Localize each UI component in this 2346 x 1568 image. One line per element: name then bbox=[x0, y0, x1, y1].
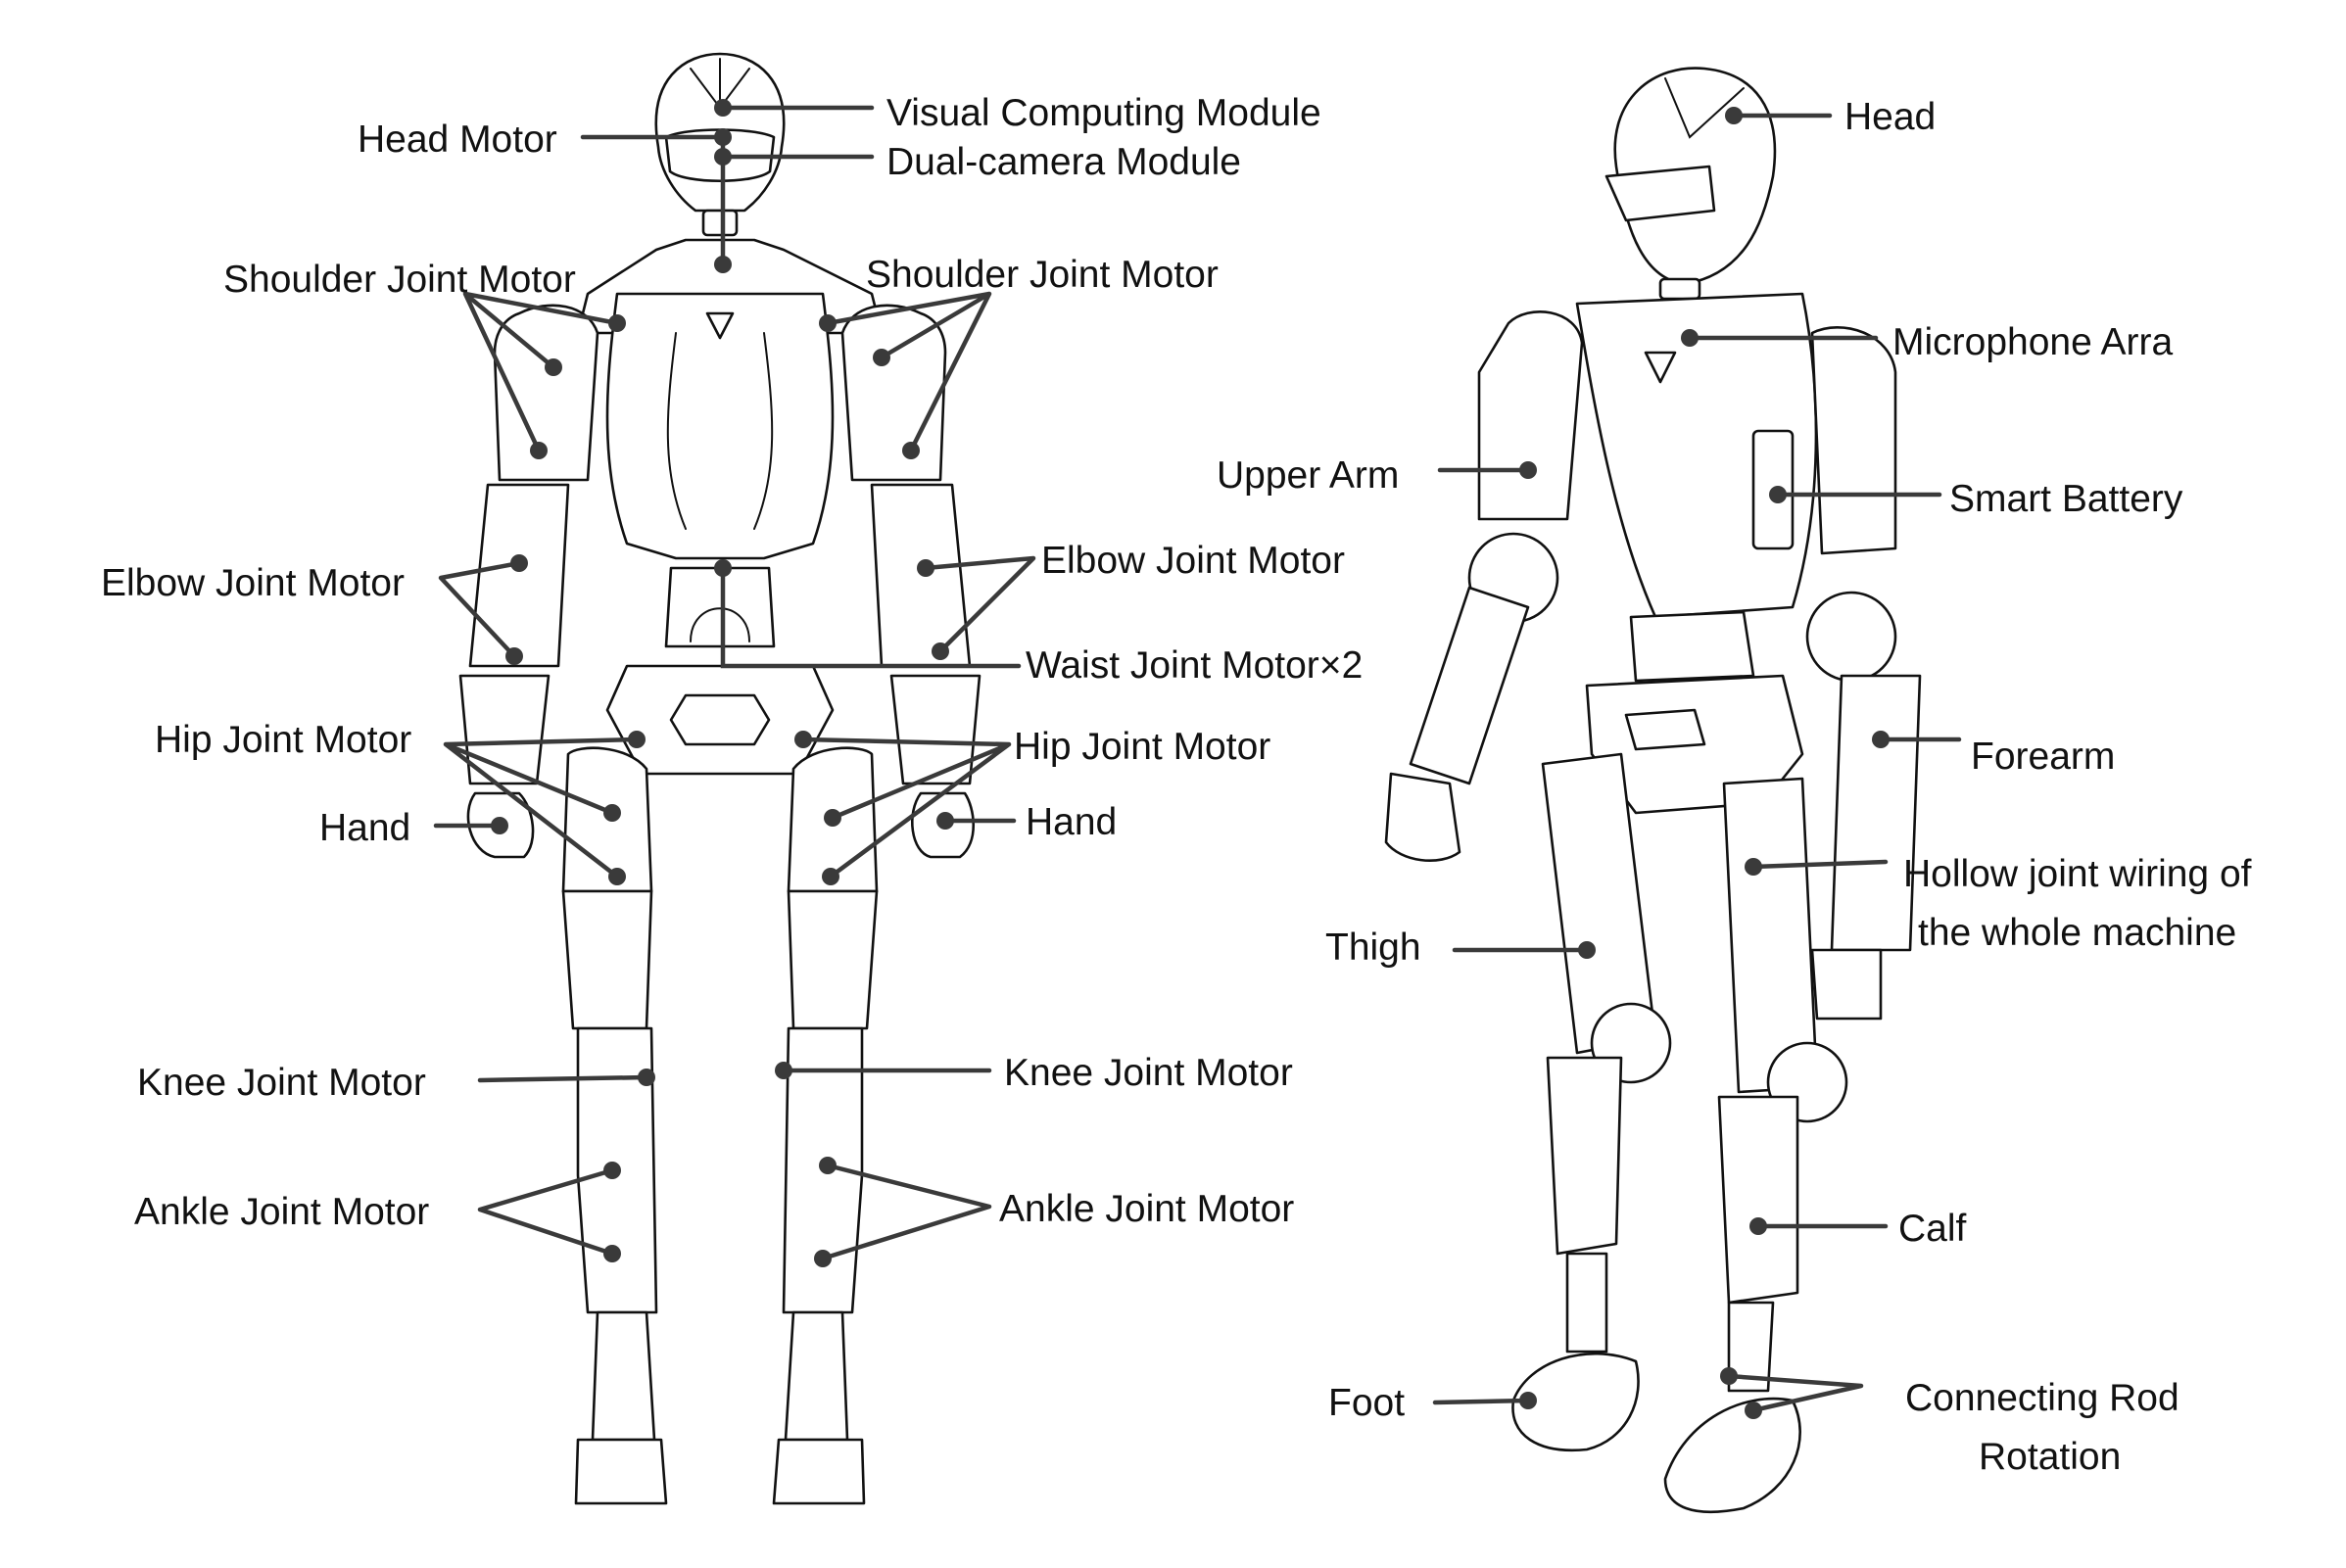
label-elbow-joint-motor-right: Elbow Joint Motor bbox=[1041, 540, 1345, 582]
perspective-leaders bbox=[1432, 107, 1962, 1419]
label-hip-joint-motor-left: Hip Joint Motor bbox=[155, 719, 411, 761]
label-forearm: Forearm bbox=[1971, 736, 2115, 778]
label-hand-right: Hand bbox=[1026, 801, 1117, 843]
label-ankle-joint-motor-right: Ankle Joint Motor bbox=[999, 1188, 1294, 1230]
label-ankle-joint-motor-left: Ankle Joint Motor bbox=[134, 1191, 429, 1233]
label-hip-joint-motor-right: Hip Joint Motor bbox=[1014, 726, 1270, 768]
label-waist-joint-motor: Waist Joint Motor×2 bbox=[1026, 644, 1363, 687]
label-foot: Foot bbox=[1328, 1382, 1405, 1424]
label-hollow-joint-line2: the whole machine bbox=[1918, 912, 2236, 954]
label-head-motor: Head Motor bbox=[358, 119, 557, 161]
label-hand-left: Hand bbox=[319, 807, 410, 849]
label-calf: Calf bbox=[1898, 1208, 1967, 1250]
front-view-robot bbox=[458, 52, 981, 1505]
label-shoulder-joint-motor-right: Shoulder Joint Motor bbox=[866, 254, 1219, 296]
perspective-view-robot bbox=[1384, 67, 1922, 1514]
label-hollow-joint-line1: Hollow joint wiring of bbox=[1903, 853, 2252, 895]
label-smart-battery: Smart Battery bbox=[1949, 478, 2183, 520]
label-shoulder-joint-motor-left: Shoulder Joint Motor bbox=[223, 259, 576, 301]
label-upper-arm: Upper Arm bbox=[1217, 454, 1399, 497]
label-thigh: Thigh bbox=[1325, 927, 1421, 969]
label-visual-computing-module: Visual Computing Module bbox=[886, 92, 1321, 134]
labels: Visual Computing Module Head Motor Dual-… bbox=[101, 92, 2252, 1478]
front-leaders bbox=[433, 99, 1036, 1267]
label-microphone-array: Microphone Arra bbox=[1892, 321, 2173, 363]
label-connecting-rod-line1: Connecting Rod bbox=[1905, 1377, 2179, 1419]
label-dual-camera-module: Dual-camera Module bbox=[886, 141, 1241, 183]
label-connecting-rod-line2: Rotation bbox=[1979, 1436, 2121, 1478]
label-knee-joint-motor-left: Knee Joint Motor bbox=[137, 1062, 426, 1104]
label-knee-joint-motor-right: Knee Joint Motor bbox=[1004, 1052, 1293, 1094]
label-head: Head bbox=[1844, 96, 1936, 138]
label-elbow-joint-motor-left: Elbow Joint Motor bbox=[101, 562, 405, 604]
